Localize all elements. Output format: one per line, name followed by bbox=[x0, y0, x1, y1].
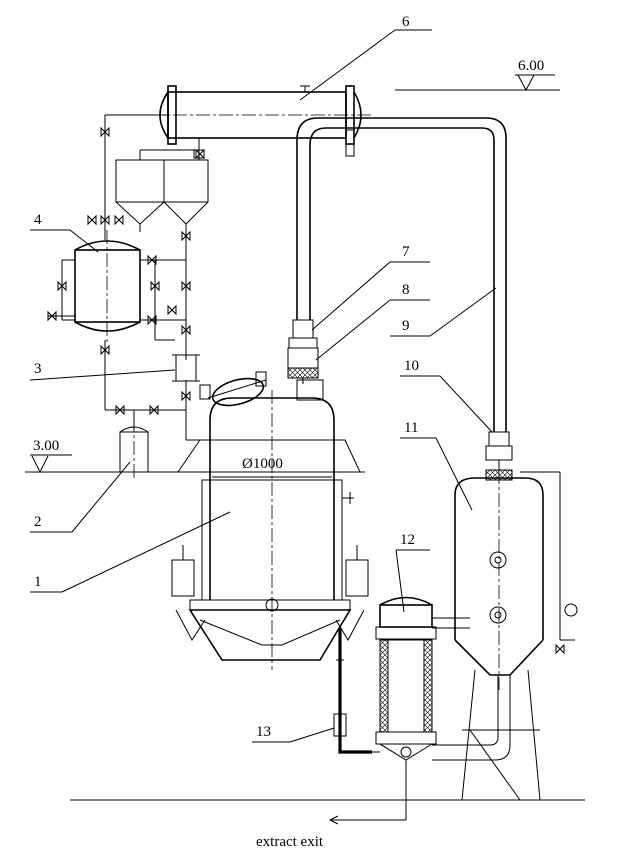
filter-cooler bbox=[370, 596, 511, 820]
receiving-tanks bbox=[115, 159, 209, 232]
leader-lines bbox=[29, 29, 497, 743]
elevation-mark-3: 3.00 bbox=[30, 438, 72, 474]
callout-2: 2 bbox=[34, 514, 42, 530]
sight-glass bbox=[172, 354, 200, 382]
feed-tank bbox=[119, 418, 149, 478]
extraction-tank: Ø1000 bbox=[171, 371, 369, 670]
condenser bbox=[150, 85, 372, 157]
callout-7: 7 bbox=[402, 244, 410, 260]
vapor-pipes bbox=[296, 117, 507, 432]
callout-13: 13 bbox=[256, 724, 271, 740]
callout-10: 10 bbox=[404, 358, 419, 374]
callout-3: 3 bbox=[34, 361, 42, 377]
left-piping bbox=[48, 114, 205, 441]
callout-1: 1 bbox=[34, 574, 42, 590]
drain-pipe bbox=[333, 628, 372, 754]
callout-4: 4 bbox=[34, 212, 42, 228]
callout-numbers: 6 4 3 2 1 7 8 9 10 11 12 13 bbox=[34, 14, 419, 740]
extract-exit-arrow bbox=[328, 815, 406, 825]
separator-vessel bbox=[62, 230, 141, 345]
elevation-6-label: 6.00 bbox=[518, 58, 544, 74]
callout-6: 6 bbox=[402, 14, 410, 30]
callout-12: 12 bbox=[400, 532, 415, 548]
elevation-3-label: 3.00 bbox=[33, 438, 59, 454]
valves bbox=[47, 126, 205, 416]
callout-8: 8 bbox=[402, 282, 410, 298]
elevation-mark-6: 6.00 bbox=[515, 58, 555, 92]
callout-9: 9 bbox=[402, 318, 410, 334]
ground-lines bbox=[25, 89, 585, 801]
diameter-label: Ø1000 bbox=[242, 456, 283, 472]
extract-exit-label: extract exit bbox=[256, 834, 324, 850]
riser-fittings bbox=[287, 319, 319, 384]
callout-11: 11 bbox=[404, 420, 418, 436]
collector-vessel bbox=[454, 470, 578, 801]
